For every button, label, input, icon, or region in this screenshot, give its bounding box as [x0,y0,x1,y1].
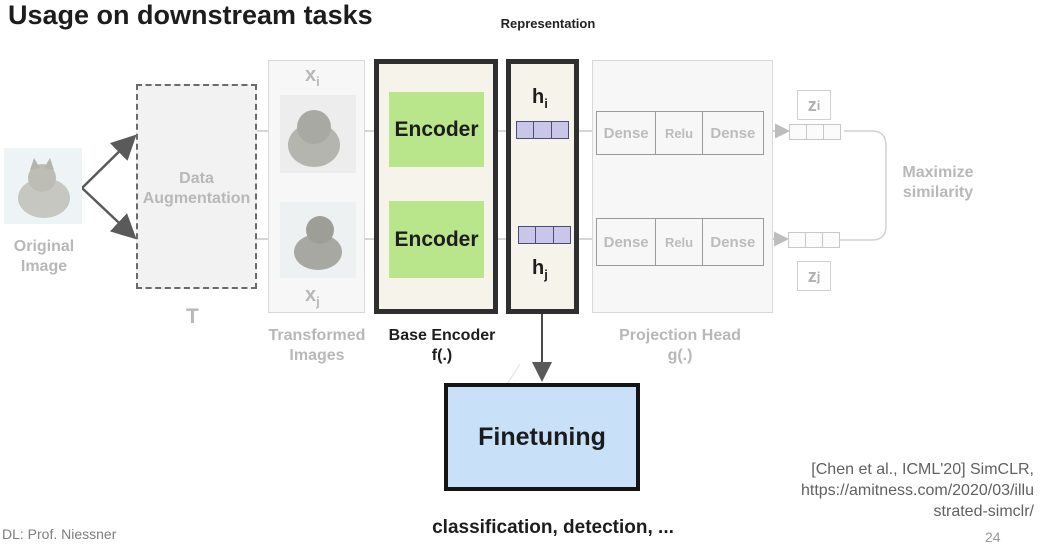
original-image-label: Original Image [0,237,88,277]
projection-head-label: Projection Head g(.) [596,326,764,366]
vector-hi [516,121,569,139]
encoder-top: Encoder [389,92,484,167]
citation: [Chen et al., ICML'20] SimCLR, https://a… [704,459,1034,522]
projection-row-bottom: Dense Relu Dense [596,218,764,266]
projection-row-top: Dense Relu Dense [596,111,764,155]
original-image [4,148,82,224]
dense-cell: Dense [597,112,657,154]
finetuning-box: Finetuning [444,383,640,491]
augmentation-line2: Augmentation [142,190,251,207]
maximize-line2: similarity [902,184,974,201]
representation-label: Representation [500,16,596,31]
vector-zj [788,232,840,248]
transformed-line1: Transformed [268,327,366,344]
fork-arrow-top [81,134,137,189]
maximize-line1: Maximize [902,164,974,181]
page-title: Usage on downstream tasks [8,0,373,30]
projection-line2: g(.) [667,347,693,364]
relu-cell: Relu [656,219,703,265]
hj-symbol: hj [532,257,548,282]
base-encoder-line1: Base Encoder [388,327,496,344]
dense-cell: Dense [710,233,756,251]
hi-symbol: hi [532,86,548,111]
projection-line1: Projection Head [619,327,741,344]
citation-line3: strated-simclr/ [933,503,1034,520]
encoder-bottom: Encoder [389,201,484,278]
transformed-line2: Images [289,347,345,364]
projection-head-box [592,60,773,313]
vector-hj [518,226,571,244]
dense-cell: Dense [710,124,756,142]
data-augmentation-label: Data Augmentation [136,169,257,209]
page-number: 24 [985,529,1001,545]
xi-symbol: xi [305,64,320,89]
dense-cell: Dense [597,219,657,265]
footer-author: DL: Prof. Niessner [2,526,117,542]
base-encoder-line2: f(.) [431,347,453,364]
transformed-image-top [280,95,356,173]
maximize-similarity-label: Maximize similarity [888,163,988,203]
citation-line2: https://amitness.com/2020/03/illu [800,482,1034,499]
citation-line1: [Chen et al., ICML'20] SimCLR, [811,461,1034,478]
relu-cell: Relu [656,112,703,154]
original-label-line1: Original [13,238,75,255]
fork-arrow-bottom [81,187,137,240]
transformed-images-label: Transformed Images [262,326,372,366]
downstream-tasks-label: classification, detection, ... [432,517,674,538]
original-label-line2: Image [20,258,68,275]
similarity-bracket [840,130,887,241]
augmentation-line1: Data [179,170,214,187]
data-augmentation-box [136,84,257,289]
transform-symbol: T [186,305,199,328]
cat-crop-icon [280,95,356,173]
cat-crop-icon [280,202,356,278]
base-encoder-label: Base Encoder f(.) [374,326,510,366]
vector-zi [789,124,841,140]
transformed-image-bottom [280,202,356,278]
cat-thumbnail-icon [4,148,82,224]
xj-symbol: xj [305,284,320,309]
representation-box [506,59,579,314]
